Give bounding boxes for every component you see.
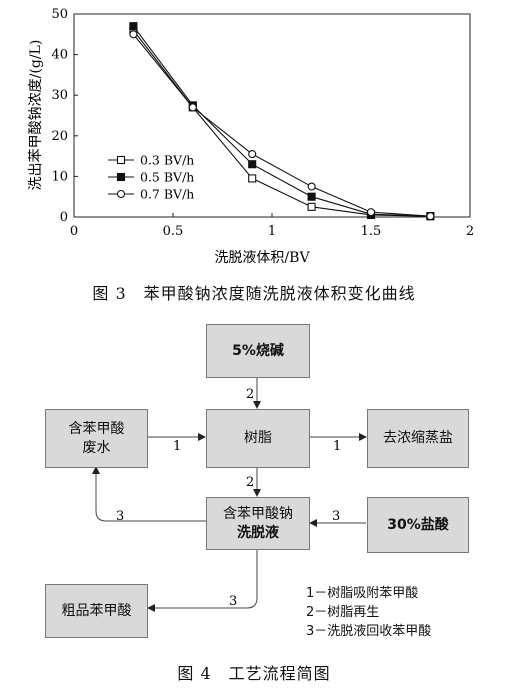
label-wastewater-to-resin: 1 (173, 439, 181, 454)
y-tick-label: 0 (60, 210, 68, 225)
box-caustic-label: 5%烧碱 (232, 342, 284, 359)
y-tick-label: 10 (51, 169, 68, 184)
data-point (307, 182, 316, 191)
legend-label: 0.3 BV/h (140, 153, 194, 168)
label-resin-to-eluate: 2 (246, 475, 254, 490)
data-point (366, 208, 376, 217)
y-tick-label: 40 (51, 48, 68, 63)
data-point (248, 174, 257, 183)
x-tick-label: 1.5 (361, 224, 382, 239)
data-point (307, 202, 316, 211)
box-caustic: 5%烧碱 (206, 324, 310, 378)
box-hcl-label: 30%盐酸 (387, 516, 449, 533)
label-resin-to-evap: 1 (333, 439, 341, 454)
arrow-eluate-to-crude (147, 548, 258, 612)
legend-marker (116, 172, 126, 182)
legend-marker (116, 189, 126, 199)
data-point (248, 150, 257, 159)
box-evap: 去浓缩蒸盐 (367, 409, 469, 468)
plot-frame (73, 13, 471, 218)
data-point (248, 160, 257, 169)
label-hcl-to-eluate: 3 (332, 509, 340, 524)
box-evap-label: 去浓缩蒸盐 (383, 430, 453, 446)
box-wastewater-line2: 废水 (82, 439, 111, 456)
series-line-1 (132, 25, 431, 217)
figure3-caption: 图 3 苯甲酸钠浓度随洗脱液体积变化曲线 (92, 284, 416, 303)
data-point (188, 103, 197, 112)
y-tick-label: 30 (51, 88, 68, 103)
x-tick-label: 1 (268, 224, 276, 239)
data-point (129, 30, 138, 39)
legend-label: 0.7 BV/h (140, 187, 194, 202)
label-eluate-to-wastewater: 3 (116, 509, 124, 524)
process-legend-item: 1－树脂吸附苯甲酸 (306, 586, 419, 601)
box-wastewater: 含苯甲酸 废水 (45, 409, 148, 468)
box-crude-label: 粗品苯甲酸 (61, 602, 132, 619)
data-point (129, 22, 138, 31)
x-axis-label: 洗脱液体积/BV (214, 250, 310, 266)
process-legend-item: 2－树脂再生 (306, 605, 380, 620)
y-axis-label: 洗出苯甲酸钠浓度/(g/L) (27, 40, 44, 191)
box-wastewater-line1: 含苯甲酸 (68, 420, 125, 437)
box-crude: 粗品苯甲酸 (45, 584, 148, 638)
box-resin: 树脂 (206, 409, 310, 468)
data-point (307, 192, 316, 201)
y-tick-label: 20 (51, 129, 68, 144)
box-eluate-line1: 含苯甲酸钠 (223, 505, 293, 522)
box-eluate-line2: 洗脱液 (237, 524, 279, 541)
box-eluate: 含苯甲酸钠 洗脱液 (206, 497, 310, 550)
x-tick-label: 0.5 (163, 224, 184, 239)
chart-marks: 0.3 BV/h 0.5 BV/h 0.7 BV/h (108, 22, 435, 221)
label-caustic-to-resin: 2 (246, 387, 254, 402)
data-point (426, 212, 435, 221)
process-legend-item: 3－洗脱液回收苯甲酸 (306, 624, 432, 639)
figure4-caption: 图 4 工艺流程简图 (177, 664, 331, 683)
box-resin-label: 树脂 (244, 430, 272, 446)
series-line-2 (132, 33, 431, 217)
x-tick-label: 0 (70, 224, 78, 239)
legend-label: 0.5 BV/h (140, 170, 194, 185)
box-hcl: 30%盐酸 (367, 497, 469, 553)
process-legend: 1－树脂吸附苯甲酸 2－树脂再生 3－洗脱液回收苯甲酸 (306, 584, 431, 641)
x-tick-label: 2 (466, 224, 474, 239)
legend-marker (116, 155, 126, 165)
y-tick-label: 50 (51, 7, 68, 22)
label-eluate-to-crude: 3 (229, 594, 237, 609)
arrow-eluate-to-wastewater (92, 466, 206, 522)
